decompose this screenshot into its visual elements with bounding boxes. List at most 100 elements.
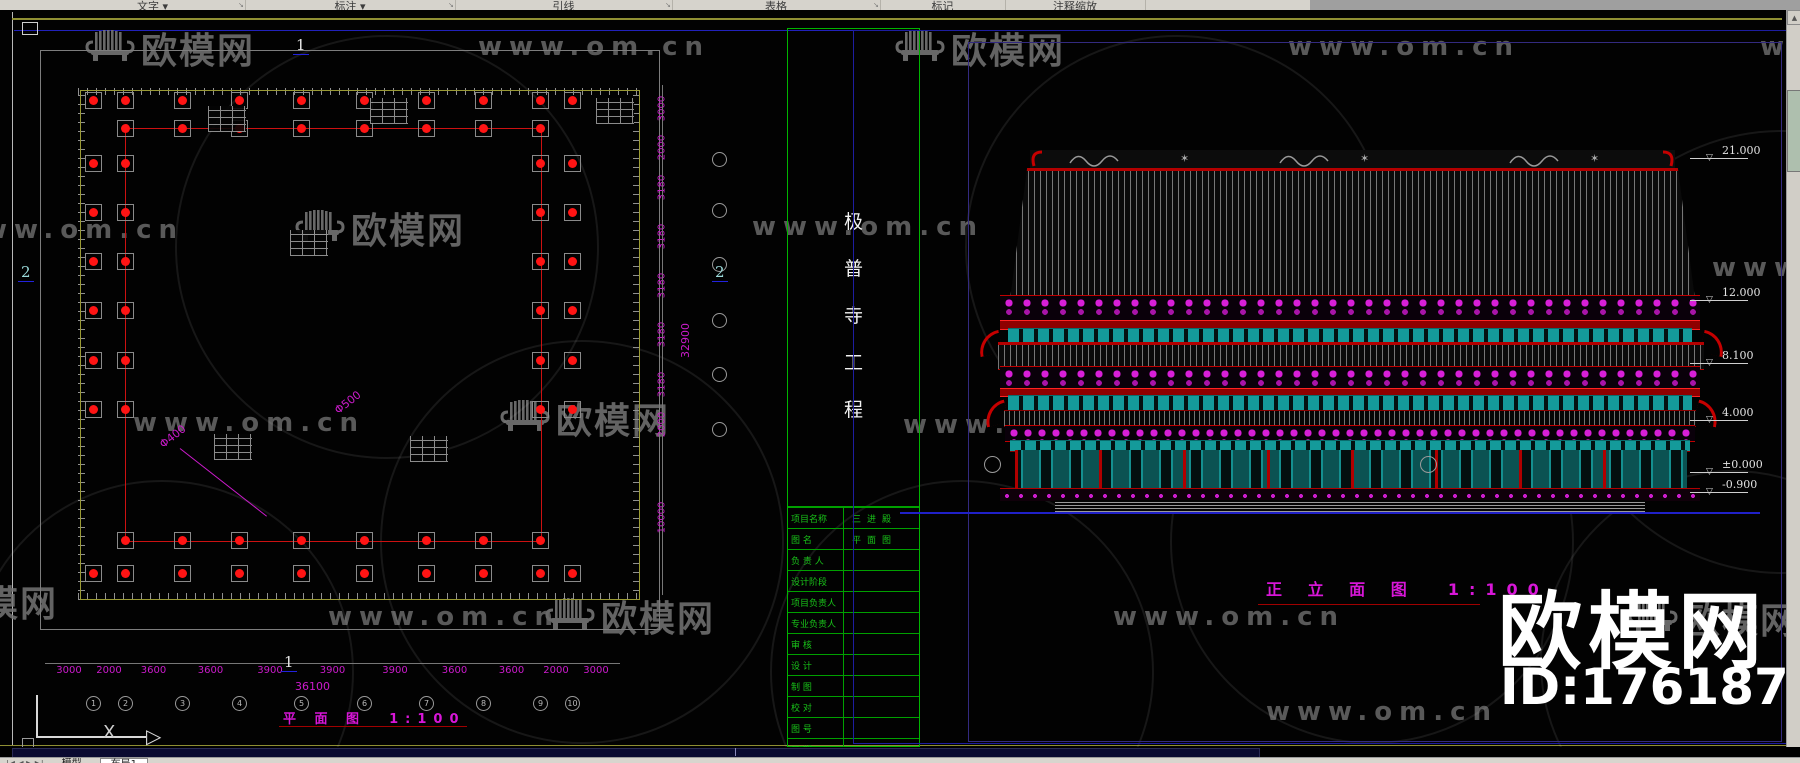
plan-column bbox=[174, 565, 191, 582]
tab-nav-buttons[interactable]: |◀ ◀ ▶ ▶| bbox=[6, 758, 44, 763]
ridge-dragon-ornaments: ✶ ✶ ✶ bbox=[1031, 150, 1674, 167]
plan-column bbox=[117, 120, 134, 137]
plan-wall-ticks-top bbox=[78, 88, 640, 95]
title-block-value bbox=[843, 634, 919, 654]
grid-bubble-4: 4 bbox=[232, 696, 247, 711]
plan-column bbox=[117, 155, 134, 172]
plan-column bbox=[174, 532, 191, 549]
svg-text:✶: ✶ bbox=[1180, 152, 1189, 165]
drawing-canvas[interactable]: 欧模网欧模网欧模网欧模网欧模网欧模网欧模网欧模网欧模网www.om.cnwww.… bbox=[0, 10, 1800, 747]
title-block-label: 设 计 bbox=[791, 662, 812, 672]
plan-column bbox=[532, 401, 549, 418]
section-marker-left: 2 bbox=[18, 263, 34, 282]
title-block-label: 负 责 人 bbox=[791, 557, 824, 567]
plan-title-text: 平 面 图 bbox=[283, 712, 367, 727]
plan-wall-ticks-bottom bbox=[78, 593, 640, 600]
plan-column bbox=[231, 565, 248, 582]
front-steps bbox=[1055, 500, 1645, 512]
dim-bottom: 2000 bbox=[543, 665, 569, 676]
plan-column bbox=[174, 120, 191, 137]
tab-layout1[interactable]: 布局1 bbox=[99, 758, 149, 763]
panel-dialog-launcher-icon[interactable]: ↘ bbox=[448, 1, 454, 9]
plan-column bbox=[532, 155, 549, 172]
title-block-value bbox=[843, 697, 919, 717]
plan-column bbox=[117, 401, 134, 418]
site-watermark-id: ID:1761870 bbox=[1500, 658, 1800, 716]
railing-band bbox=[1000, 488, 1700, 501]
plan-column bbox=[85, 155, 102, 172]
command-bar-separator bbox=[735, 748, 736, 756]
plan-column bbox=[356, 565, 373, 582]
title-block-value bbox=[843, 739, 919, 747]
plan-column bbox=[117, 204, 134, 221]
panel-dialog-launcher-icon[interactable]: ↘ bbox=[238, 1, 244, 9]
ucs-x-axis bbox=[36, 736, 146, 738]
plan-wall-ticks-right bbox=[633, 88, 640, 600]
section-marker-right: 2 bbox=[712, 263, 728, 282]
plan-brick-hatch bbox=[208, 106, 246, 132]
layout-tab-bar[interactable]: |◀ ◀ ▶ ▶| 模型 布局1 bbox=[0, 757, 1800, 763]
command-line-bar[interactable] bbox=[0, 747, 1800, 758]
elevation-scale-text: 1:100 bbox=[1447, 580, 1549, 599]
grid-bubble-2: 2 bbox=[118, 696, 133, 711]
plan-column bbox=[532, 204, 549, 221]
plan-column bbox=[117, 565, 134, 582]
ucs-x-arrowhead: ▷ bbox=[146, 724, 162, 747]
plan-column bbox=[475, 532, 492, 549]
level-line bbox=[1690, 420, 1748, 421]
dim-bottom-line bbox=[45, 663, 620, 664]
panel-dialog-launcher-icon[interactable]: ↘ bbox=[873, 1, 879, 9]
dim-bottom: 3000 bbox=[56, 665, 82, 676]
ribbon-panel-2[interactable]: 标注 ▾ bbox=[245, 0, 456, 10]
plan-column bbox=[85, 253, 102, 270]
dougong-band-1 bbox=[1000, 295, 1700, 322]
ribbon-panel-6[interactable]: 注释缩放 bbox=[1005, 0, 1146, 10]
dim-bottom: 3600 bbox=[197, 665, 224, 676]
title-block-value bbox=[843, 571, 919, 591]
grid-bubble-letter bbox=[712, 367, 727, 382]
grid-bubble-5: 5 bbox=[294, 696, 309, 711]
plan-column bbox=[231, 532, 248, 549]
title-block-label: 校 对 bbox=[791, 704, 812, 714]
vertical-scrollbar[interactable]: ▲ bbox=[1786, 10, 1800, 747]
plan-column bbox=[532, 302, 549, 319]
level-line bbox=[1690, 363, 1748, 364]
section-marker-top: 1 bbox=[293, 36, 309, 55]
title-block-label: 设计阶段 bbox=[791, 578, 828, 588]
title-block-value bbox=[843, 676, 919, 696]
ribbon-panel-3[interactable]: 引线 bbox=[455, 0, 673, 10]
plan-wall-ticks-left bbox=[78, 88, 85, 600]
ribbon-panel-5[interactable]: 标记 bbox=[880, 0, 1006, 10]
scroll-up-button[interactable]: ▲ bbox=[1787, 10, 1800, 25]
grid-bubble-1: 1 bbox=[86, 696, 101, 711]
plan-brick-hatch bbox=[214, 434, 252, 460]
title-block-value bbox=[843, 655, 919, 675]
scrollbar-thumb[interactable] bbox=[1787, 90, 1800, 172]
level-symbol: ▽ bbox=[1706, 487, 1713, 497]
plan-column bbox=[532, 253, 549, 270]
grid-bubble-letter bbox=[712, 203, 727, 218]
plan-column bbox=[564, 253, 581, 270]
panel-dialog-launcher-icon[interactable]: ↘ bbox=[665, 1, 671, 9]
plan-column bbox=[85, 565, 102, 582]
tab-model[interactable]: 模型 bbox=[52, 758, 92, 763]
elevation-title-text: 正 立 面 图 bbox=[1266, 580, 1417, 599]
plan-column bbox=[174, 92, 191, 109]
dougong-band-3 bbox=[1005, 425, 1695, 442]
level-line bbox=[1690, 492, 1748, 493]
ribbon-panel-4[interactable]: 表格 bbox=[672, 0, 881, 10]
plan-column bbox=[564, 302, 581, 319]
dim-bottom: 2000 bbox=[96, 665, 122, 676]
grid-bubble-letter bbox=[712, 152, 727, 167]
ucs-origin-box bbox=[22, 738, 34, 747]
ribbon-panel-1[interactable]: 文字 ▾ bbox=[60, 0, 246, 10]
dim-bottom: 3600 bbox=[441, 665, 468, 676]
frame-corner-box bbox=[22, 22, 38, 35]
plan-scale-text: 1:100 bbox=[389, 712, 466, 727]
grid-bubble-10: 10 bbox=[565, 696, 580, 711]
plan-column bbox=[418, 120, 435, 137]
plan-column bbox=[564, 565, 581, 582]
dougong-band-2 bbox=[1000, 366, 1700, 390]
dim-bottom: 3000 bbox=[583, 665, 609, 676]
